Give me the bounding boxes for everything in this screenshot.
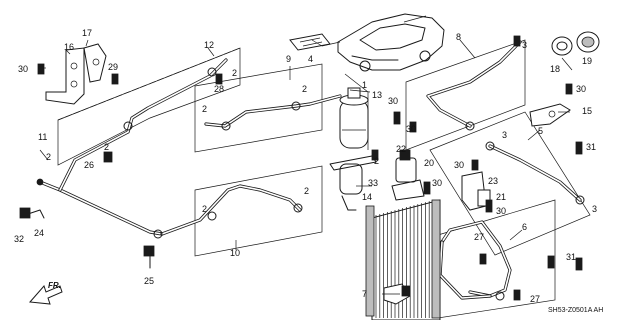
callout-24: 24 — [34, 228, 44, 238]
pipe-line-5 — [488, 144, 582, 202]
callout-2a: 2 — [232, 68, 237, 78]
diagram-code: SH53-Z0501A AH — [548, 307, 603, 314]
bracket-15 — [529, 103, 571, 127]
callout-25: 25 — [144, 276, 154, 286]
fittings — [19, 35, 585, 301]
callout-4: 4 — [308, 54, 313, 64]
bracket-21 — [461, 171, 491, 211]
pipe-line-9 — [204, 94, 342, 128]
front-direction-label: FR. — [48, 281, 61, 290]
callout-31b: 31 — [566, 252, 576, 262]
callout-26: 26 — [84, 160, 94, 170]
car-location-illustration — [321, 13, 445, 72]
callout-30f: 30 — [432, 178, 442, 188]
grommet-19 — [576, 31, 600, 53]
callout-31a: 31 — [586, 142, 596, 152]
grommet-18 — [551, 36, 573, 56]
condenser — [365, 199, 441, 320]
switch-assembly-20 — [391, 149, 425, 201]
callout-1: 1 — [362, 80, 367, 90]
callout-29: 29 — [108, 62, 118, 72]
callout-10: 10 — [230, 248, 240, 258]
callout-17: 17 — [82, 28, 92, 38]
callout-12: 12 — [204, 40, 214, 50]
callout-20: 20 — [424, 158, 434, 168]
callout-23: 23 — [488, 176, 498, 186]
callout-19: 19 — [582, 56, 592, 66]
callout-2e: 2 — [104, 142, 109, 152]
callout-11: 11 — [38, 132, 47, 142]
callout-21: 21 — [496, 192, 506, 202]
callout-3c: 3 — [592, 204, 597, 214]
bracket-16 — [45, 47, 85, 105]
callout-16: 16 — [64, 42, 74, 52]
callout-14: 14 — [362, 192, 372, 202]
callout-30c: 30 — [406, 124, 416, 134]
callout-18: 18 — [550, 64, 560, 74]
callout-2c: 2 — [202, 104, 207, 114]
callout-6: 6 — [522, 222, 527, 232]
callout-3a: 3 — [522, 40, 527, 50]
callout-28: 28 — [214, 84, 224, 94]
callout-labels: 1 2 2 2 2 2 2 2 2 3 3 3 4 5 6 7 8 9 10 1… — [14, 28, 597, 304]
callout-13: 13 — [372, 90, 382, 100]
pipe-line-10 — [160, 184, 302, 236]
pipe-line-6 — [438, 220, 512, 300]
callout-5: 5 — [538, 126, 543, 136]
callout-8: 8 — [456, 32, 461, 42]
callout-3b: 3 — [502, 130, 507, 140]
label-card-part-4 — [289, 33, 331, 51]
callout-33: 33 — [368, 178, 378, 188]
callout-7: 7 — [362, 289, 367, 299]
receiver-bracket — [329, 155, 377, 211]
leader-lines — [38, 39, 573, 295]
group-frames — [57, 39, 591, 319]
callout-22: 22 — [396, 144, 406, 154]
callout-15: 15 — [582, 106, 592, 116]
callout-2b: 2 — [302, 84, 307, 94]
callout-30g: 30 — [576, 84, 586, 94]
receiver-dryer — [339, 87, 369, 149]
callout-9: 9 — [286, 54, 291, 64]
callout-30e: 30 — [496, 206, 506, 216]
callout-2f: 2 — [304, 186, 309, 196]
callout-2h: 2 — [374, 156, 379, 166]
pipe-line-8 — [426, 40, 522, 128]
callout-2d: 2 — [46, 152, 51, 162]
callout-30d: 30 — [454, 160, 464, 170]
callout-27a: 27 — [474, 232, 484, 242]
callout-27b: 27 — [530, 294, 540, 304]
callout-32: 32 — [14, 234, 24, 244]
callout-30a: 30 — [18, 64, 28, 74]
clamp-17 — [83, 43, 107, 83]
front-direction-arrow-icon — [28, 285, 63, 305]
callout-30b: 30 — [388, 96, 398, 106]
callout-2g: 2 — [202, 204, 207, 214]
